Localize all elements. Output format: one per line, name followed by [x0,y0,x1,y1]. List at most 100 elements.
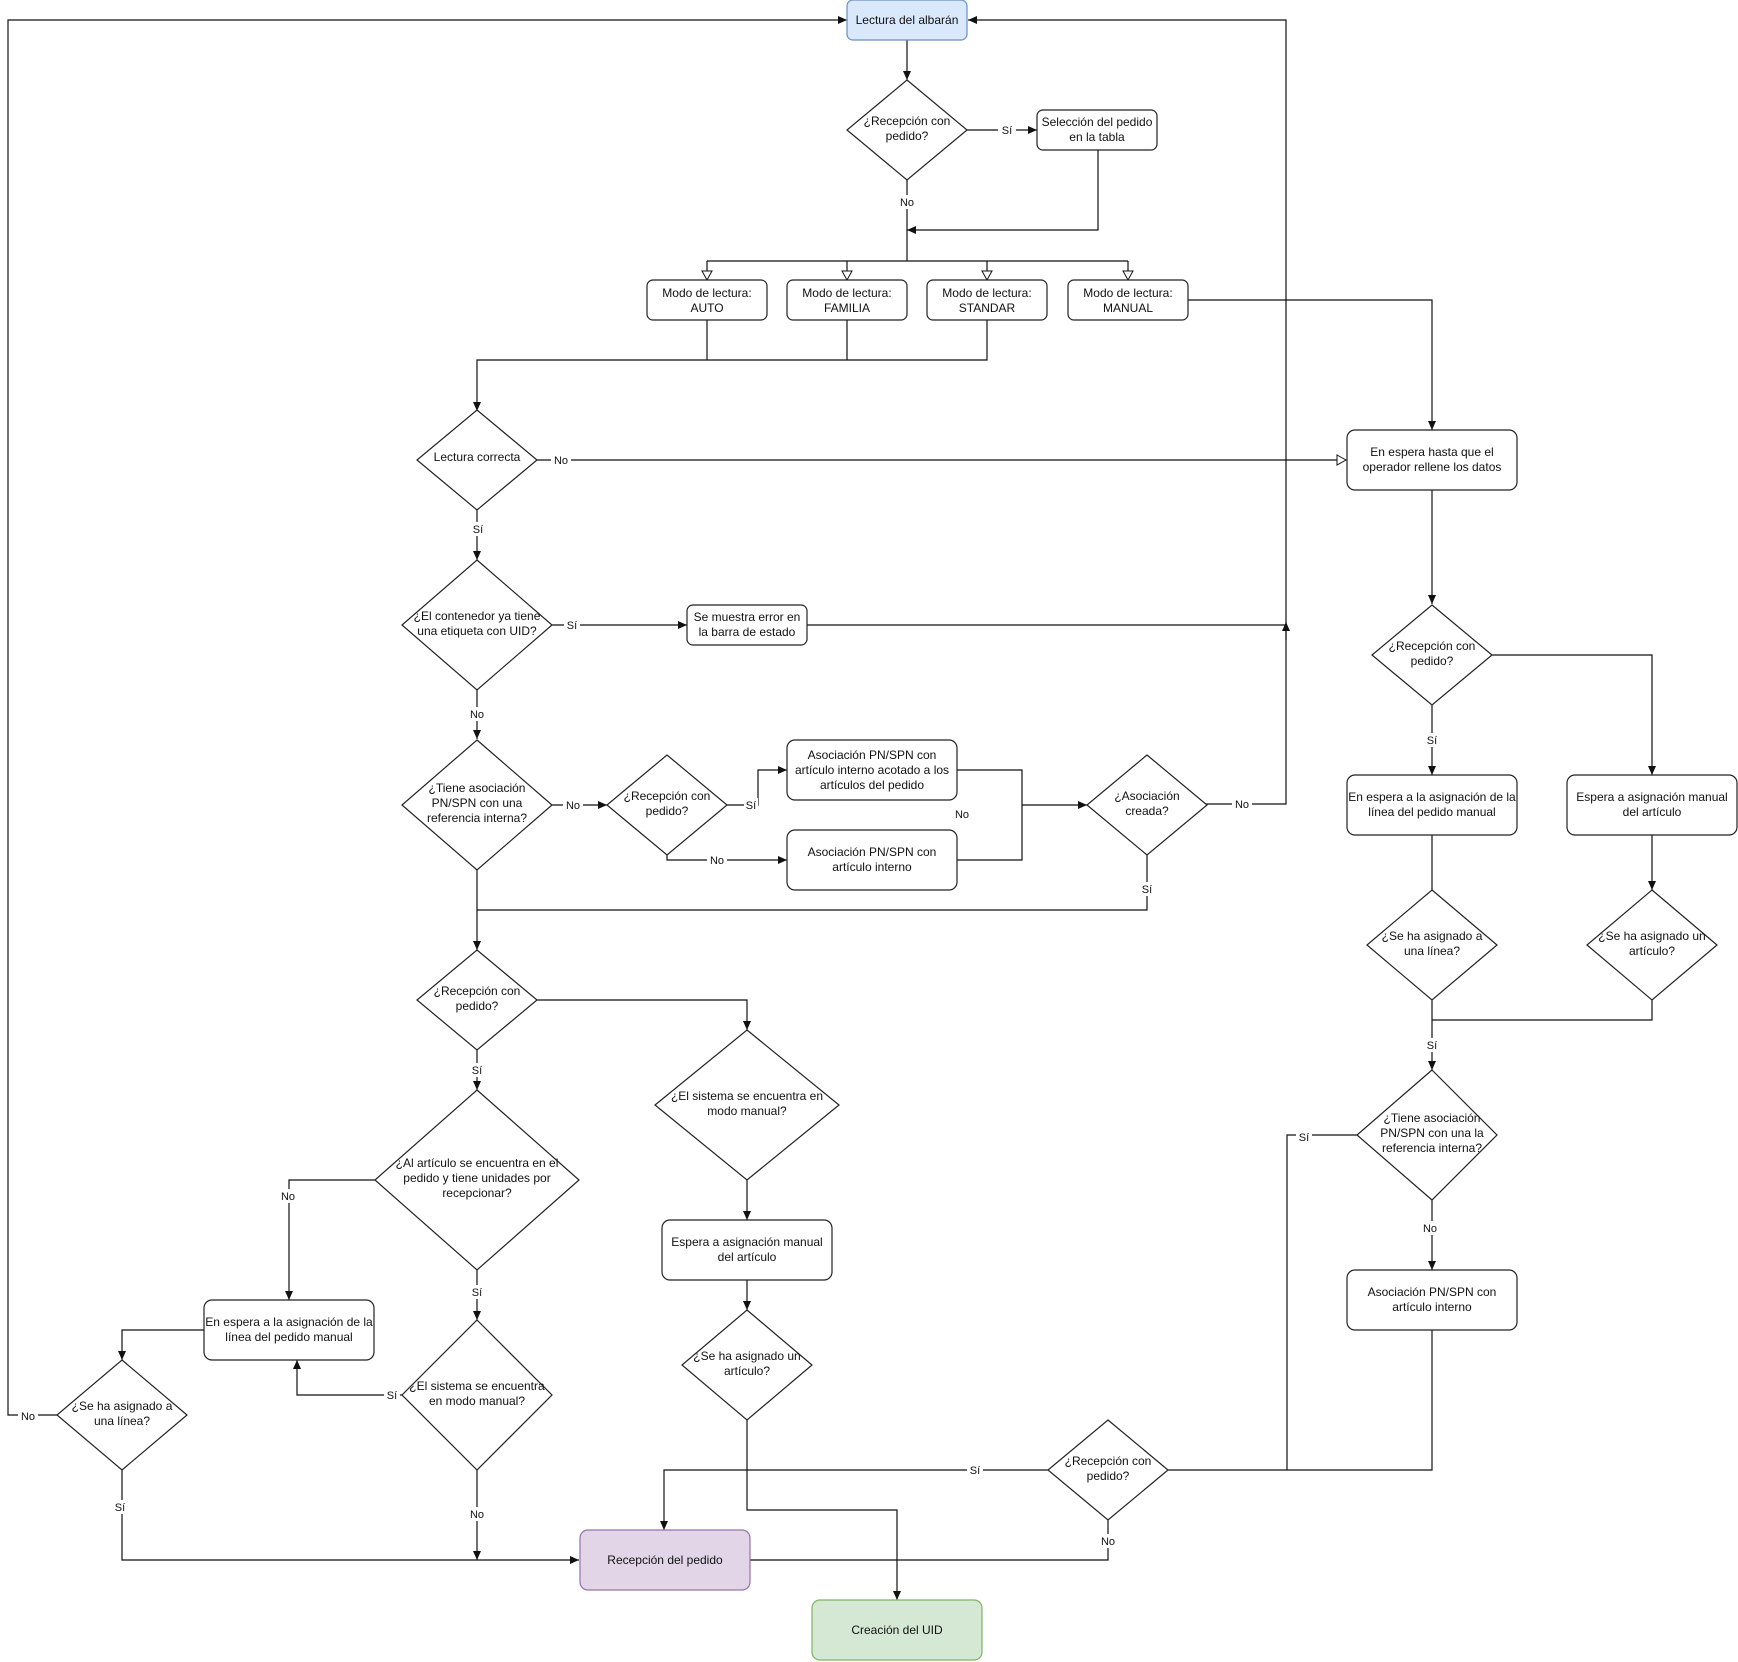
edge-sistema-manual-si [293,1360,402,1396]
decision-recepcion-2 [606,754,728,856]
process-modo-auto [646,279,768,321]
label-q3r-si: Sí [1427,735,1437,747]
edge-standar-down [473,320,988,411]
edge-q2-no [666,855,787,864]
decision-sistema-manual-left [401,1319,553,1471]
edge-qbottom-si [660,1469,1048,1530]
decision-recepcion-right [1371,604,1493,706]
process-modo-auto-label: Modo de lectura:AUTO [662,286,751,315]
process-modo-familia [786,279,908,321]
process-espera-operador [1346,429,1518,491]
decision-recepcion-bottom [1047,1419,1169,1521]
label-q1-no: No [900,197,914,209]
label-tiene-r-si: Sí [1299,1132,1309,1144]
decision-linea-right [1366,889,1498,1001]
decision-lectura-correcta-label: Lectura correcta [434,450,521,464]
edge-manual-to-espera [1188,299,1436,430]
decision-recepcion-1 [846,79,968,181]
process-modo-familia-label: Modo de lectura:FAMILIA [802,286,891,315]
edge-q2-si [727,766,787,806]
edge-linea-l-si [121,1470,579,1564]
process-modo-standar [926,279,1048,321]
decision-recepcion-3 [416,949,538,1051]
process-espera-linea-right [1346,774,1518,836]
edge-acotado-merge [957,769,1023,861]
label-uid-si: Sí [567,620,577,632]
edge-art-m-to-uid [746,1420,901,1600]
label-lectura-no: No [554,455,568,467]
decision-lectura-correcta [416,409,538,511]
label-uid-no: No [470,709,484,721]
edge-asoc-r-down [1168,1330,1433,1471]
label-lectura-si: Sí [473,524,483,536]
process-asoc-interno-right [1346,1269,1518,1331]
process-modo-manual [1067,279,1189,321]
label-linea-l-no: No [21,1411,35,1423]
start-node-label: Lectura del albarán [856,13,959,27]
decision-articulo-en-pedido [374,1089,580,1271]
label-sistema-manual-si: Sí [387,1390,397,1402]
label-qbottom-no: No [1101,1536,1115,1548]
process-espera-linea-left [203,1299,375,1361]
process-asoc-interno [786,829,958,891]
label-merge-no: No [955,809,969,821]
label-asoc-creada-si: Sí [1142,884,1152,896]
process-modo-manual-label: Modo de lectura:MANUAL [1083,286,1172,315]
label-q2-no: No [710,855,724,867]
decision-sistema-manual-middle [654,1029,840,1181]
label-art-pedido-si: Sí [472,1287,482,1299]
decision-articulo-right [1586,889,1718,1001]
decision-linea-left [56,1359,188,1471]
process-recepcion-pedido-label: Recepción del pedido [607,1553,723,1567]
process-seleccion-pedido [1036,109,1158,151]
decision-tiene-asociacion-right [1356,1069,1498,1201]
decision-articulo-middle [681,1309,813,1421]
decision-asociacion-creada [1086,754,1208,856]
edge-art-r-merge [1432,1000,1653,1021]
label-q2-si: Sí [746,800,756,812]
label-tiene-r-no: No [1423,1223,1437,1235]
label-q3-si: Sí [472,1065,482,1077]
label-qbottom-si: Sí [970,1465,980,1477]
decision-tiene-asociacion [401,739,553,871]
label-linea-r-si: Sí [1427,1040,1437,1052]
label-tiene-no: No [566,800,580,812]
process-espera-articulo-right [1566,774,1738,836]
process-error-barra [686,604,808,646]
label-q1-si: Sí [1002,125,1012,137]
edge-espera-l-to-q [118,1329,204,1360]
end-node [811,1599,983,1661]
edge-seleccion-merge [907,150,1099,234]
edge-asoc-creada-si [477,855,1148,911]
label-sistema-manual-no: No [470,1509,484,1521]
edge-art-pedido-no [285,1179,377,1300]
label-art-pedido-no: No [281,1191,295,1203]
edge-tiene-r-si [1286,1134,1357,1470]
start-node [846,0,968,41]
end-node-label: Creación del UID [851,1623,943,1637]
edge-qbottom-no [750,1520,1109,1561]
